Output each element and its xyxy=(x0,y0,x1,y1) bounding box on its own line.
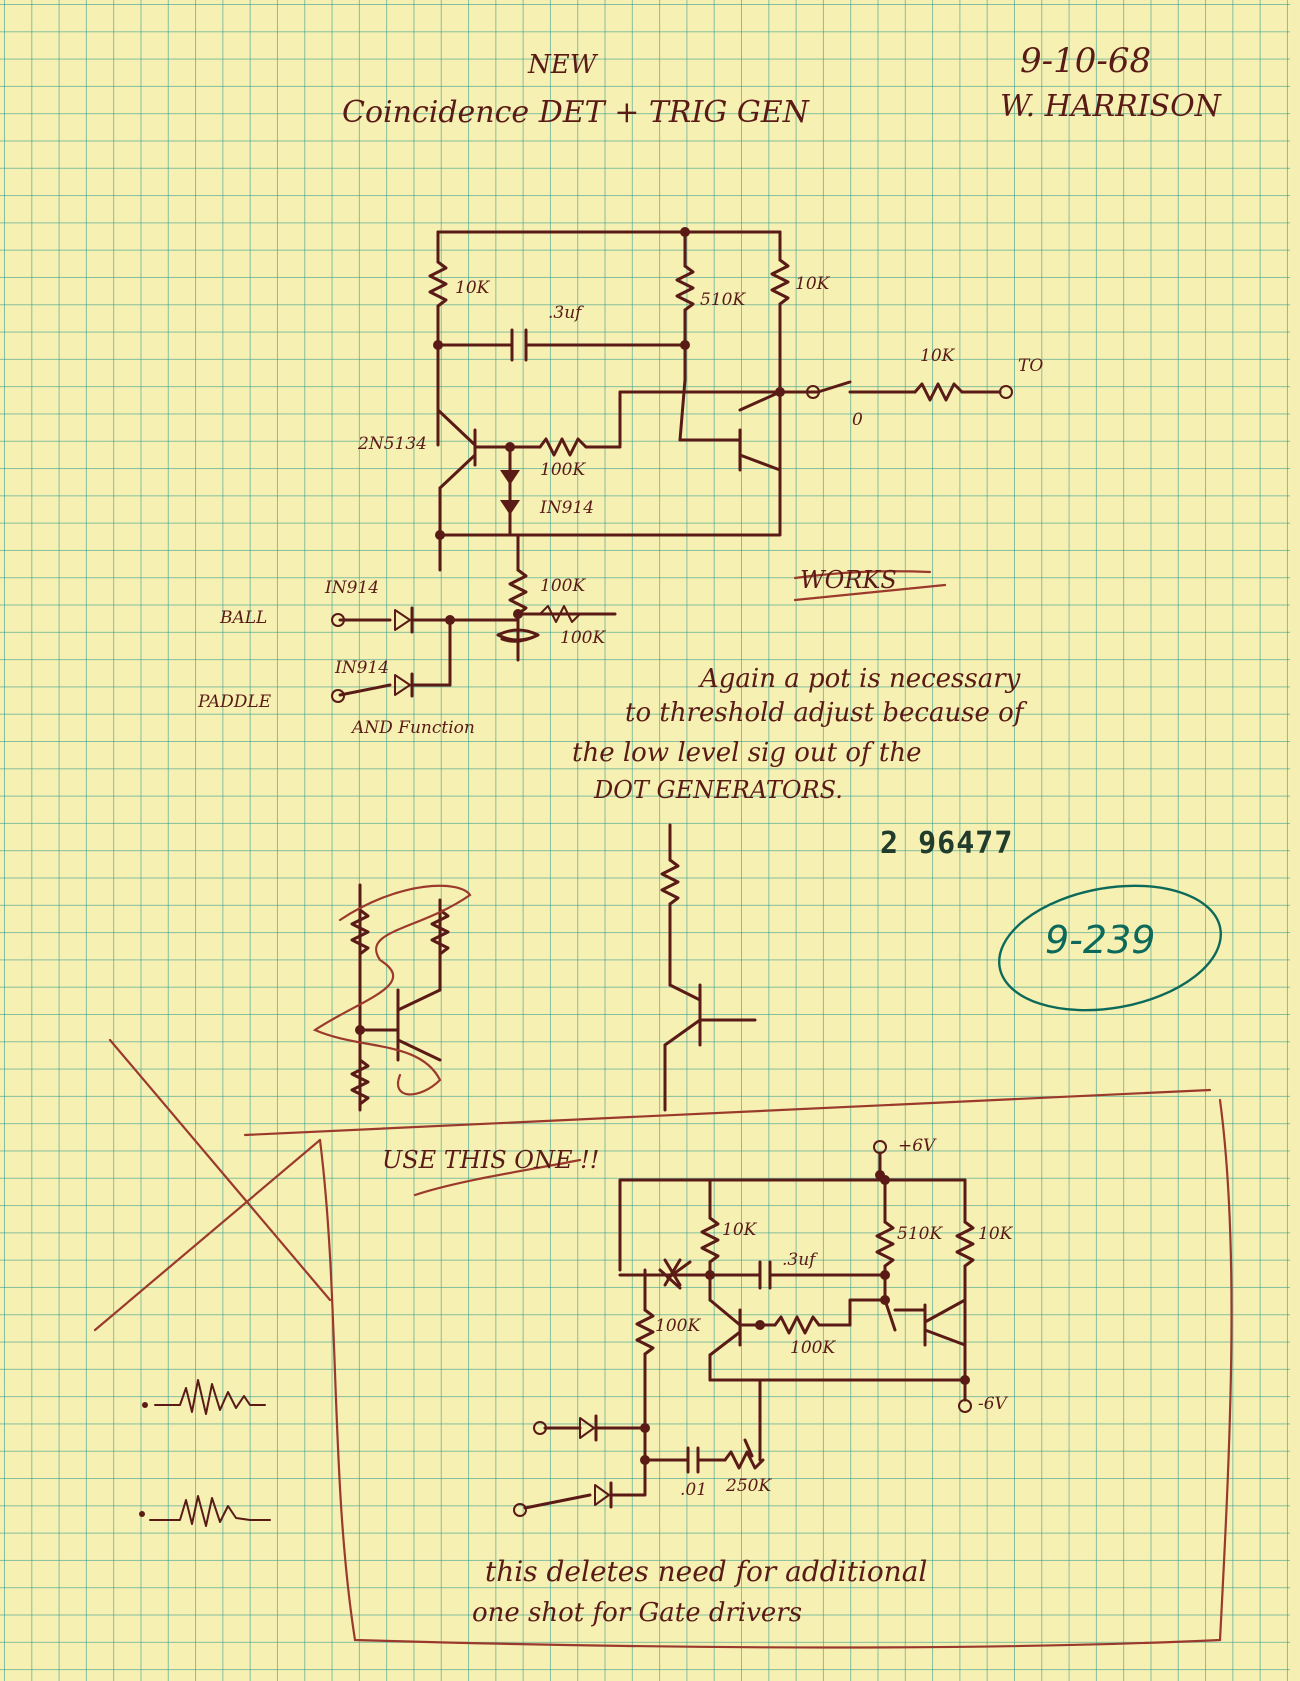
c1-d-paddle-label: IN914 xyxy=(335,658,390,678)
c1-diode-label: IN914 xyxy=(540,498,595,518)
circled-ref: 9-239 xyxy=(1045,918,1156,962)
title-line1: NEW xyxy=(528,50,597,80)
c1-r-right-label: 10K xyxy=(795,274,830,294)
title-line2: Coincidence DET + TRIG GEN xyxy=(342,95,809,130)
c2-r-mid-label: 510K xyxy=(897,1224,943,1244)
date-label: 9-10-68 xyxy=(1020,41,1152,81)
c2-pot-label: 250K xyxy=(726,1476,772,1496)
c2-cap-label: .3uf xyxy=(782,1250,816,1270)
c1-r-left-label: 10K xyxy=(455,278,490,298)
note-line1: Again a pot is necessary xyxy=(700,664,1021,694)
c1-in-ball-label: BALL xyxy=(220,608,268,628)
c1-in-paddle-label: PADDLE xyxy=(198,692,272,712)
circuit-1 xyxy=(331,227,1013,703)
c2-cap-small-label: .01 xyxy=(680,1480,708,1500)
note-line2: to threshold adjust because of xyxy=(625,698,1024,728)
c1-r-bottom2-label: 100K xyxy=(560,628,606,648)
c2-vplus-label: +6V xyxy=(898,1136,936,1156)
c2-vminus-label: -6V xyxy=(978,1394,1007,1414)
c1-and-function-label: AND Function xyxy=(352,718,475,738)
c1-d-ball-label: IN914 xyxy=(325,578,380,598)
footer-line1: this deletes need for additional xyxy=(485,1555,928,1588)
note-line3: the low level sig out of the xyxy=(572,738,922,768)
c2-r1-label: 10K xyxy=(722,1220,757,1240)
c2-heading: USE THIS ONE !! xyxy=(382,1146,600,1174)
c1-transistor-label: 2N5134 xyxy=(358,434,427,454)
note-line4: DOT GENERATORS. xyxy=(594,776,843,804)
c1-cap-label: .3uf xyxy=(548,303,582,323)
c1-out-zero-label: 0 xyxy=(852,410,863,430)
circled-ref-ellipse xyxy=(998,884,1222,1012)
c1-r-mid-label: 510K xyxy=(700,290,746,310)
footer-line2: one shot for Gate drivers xyxy=(472,1598,803,1628)
c1-r-base-label: 100K xyxy=(540,460,586,480)
c1-out-to-label: TO xyxy=(1018,356,1044,376)
author-label: W. HARRISON xyxy=(1000,89,1221,124)
c2-r-base-label: 100K xyxy=(790,1338,836,1358)
works-note: WORKS xyxy=(800,566,897,594)
c2-r-right-label: 10K xyxy=(978,1224,1013,1244)
c1-r-out-label: 10K xyxy=(920,346,955,366)
c1-r-bottom1-label: 100K xyxy=(540,576,586,596)
circuit-2 xyxy=(513,1140,975,1517)
stamp-number: 2 96477 xyxy=(880,826,1014,861)
middle-sketches xyxy=(93,570,1233,1649)
c2-r-left-label: 100K xyxy=(655,1316,701,1336)
